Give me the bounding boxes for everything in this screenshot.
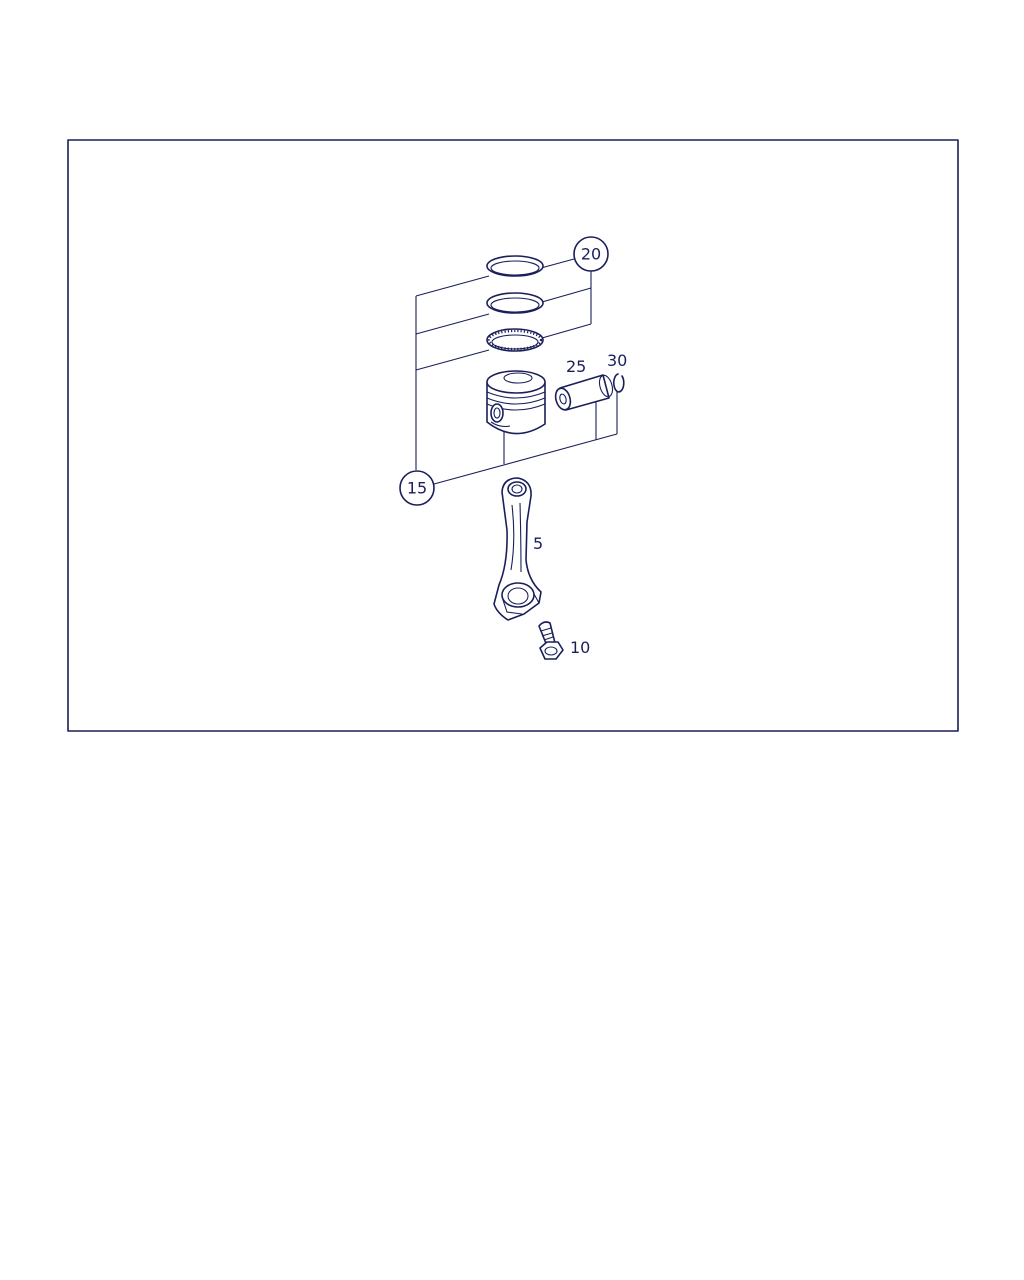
callout-label-25: 25 bbox=[566, 357, 586, 376]
piston-ring-2 bbox=[486, 292, 544, 314]
callout-circle-15 bbox=[399, 470, 435, 506]
callout-label-5: 5 bbox=[533, 534, 543, 553]
oil-control-ring bbox=[486, 328, 544, 352]
diagram-frame bbox=[67, 139, 959, 732]
piston-ring-1 bbox=[486, 255, 544, 277]
callout-circle-20 bbox=[573, 236, 609, 272]
callout-label-30: 30 bbox=[607, 351, 627, 370]
connecting-rod bbox=[493, 477, 542, 621]
piston bbox=[486, 370, 546, 435]
callout-label-20: 20 bbox=[581, 245, 601, 264]
circlip bbox=[612, 373, 625, 393]
leader-lines-15 bbox=[415, 275, 618, 485]
callout-label-15: 15 bbox=[407, 479, 427, 498]
callout-label-10: 10 bbox=[570, 638, 590, 657]
piston-pin bbox=[554, 374, 614, 411]
connecting-rod-bolt bbox=[538, 621, 564, 660]
